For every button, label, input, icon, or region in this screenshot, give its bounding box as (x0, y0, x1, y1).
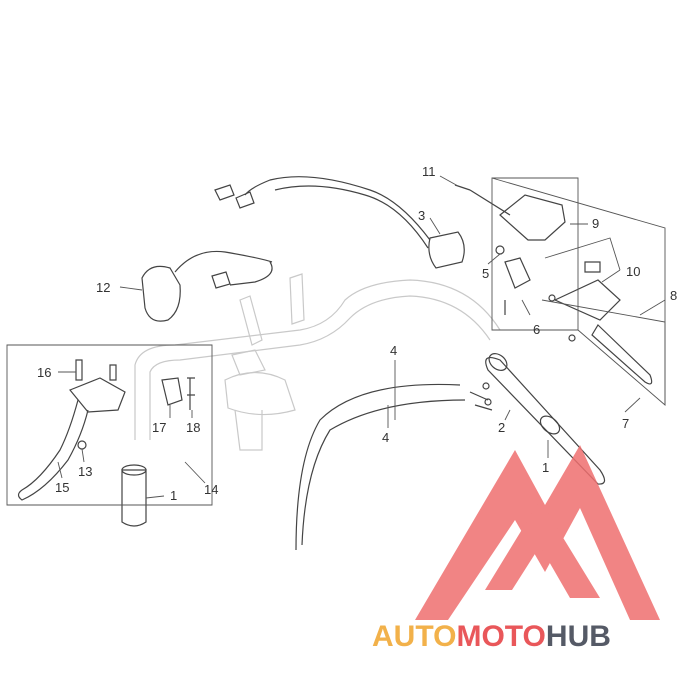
callout-4-lower: 4 (382, 430, 389, 445)
callout-1-upper: 1 (542, 460, 549, 475)
right-grip (485, 353, 606, 485)
callout-14: 14 (204, 482, 218, 497)
callout-10: 10 (626, 264, 640, 279)
left-lever (17, 359, 126, 501)
watermark-text: AUTOMOTOHUB (372, 620, 611, 653)
clamp-parts (161, 377, 195, 410)
callout-2: 2 (498, 420, 505, 435)
watermark-moto: MOTO (456, 620, 545, 653)
callout-9: 9 (592, 216, 599, 231)
handlebar-ghost (134, 273, 501, 451)
watermark-logo (415, 445, 660, 620)
callout-12: 12 (96, 280, 110, 295)
left-switch (141, 250, 273, 322)
callout-3: 3 (418, 208, 425, 223)
callout-15: 15 (55, 480, 69, 495)
callout-1-lower: 1 (170, 488, 177, 503)
right-lever (548, 261, 653, 385)
callout-5: 5 (482, 266, 489, 281)
watermark-hub: HUB (546, 620, 611, 653)
logo-inner-triangle (485, 500, 600, 598)
left-grip (121, 464, 147, 527)
leader-lines (57, 175, 666, 499)
exploded-boxes (6, 177, 666, 506)
callout-6: 6 (533, 322, 540, 337)
callout-13: 13 (78, 464, 92, 479)
right-master-cylinder (454, 184, 566, 315)
callout-7: 7 (622, 416, 629, 431)
callout-4-upper: 4 (390, 343, 397, 358)
callout-16: 16 (37, 365, 51, 380)
watermark-auto: AUTO (372, 620, 456, 653)
throttle-cables (295, 382, 493, 551)
callout-18: 18 (186, 420, 200, 435)
callout-17: 17 (152, 420, 166, 435)
callout-8: 8 (670, 288, 677, 303)
right-switch (214, 176, 465, 269)
callout-11: 11 (422, 164, 436, 179)
callout-labels: 1 1 2 3 4 4 5 6 7 8 9 10 11 12 13 14 15 … (37, 164, 677, 503)
